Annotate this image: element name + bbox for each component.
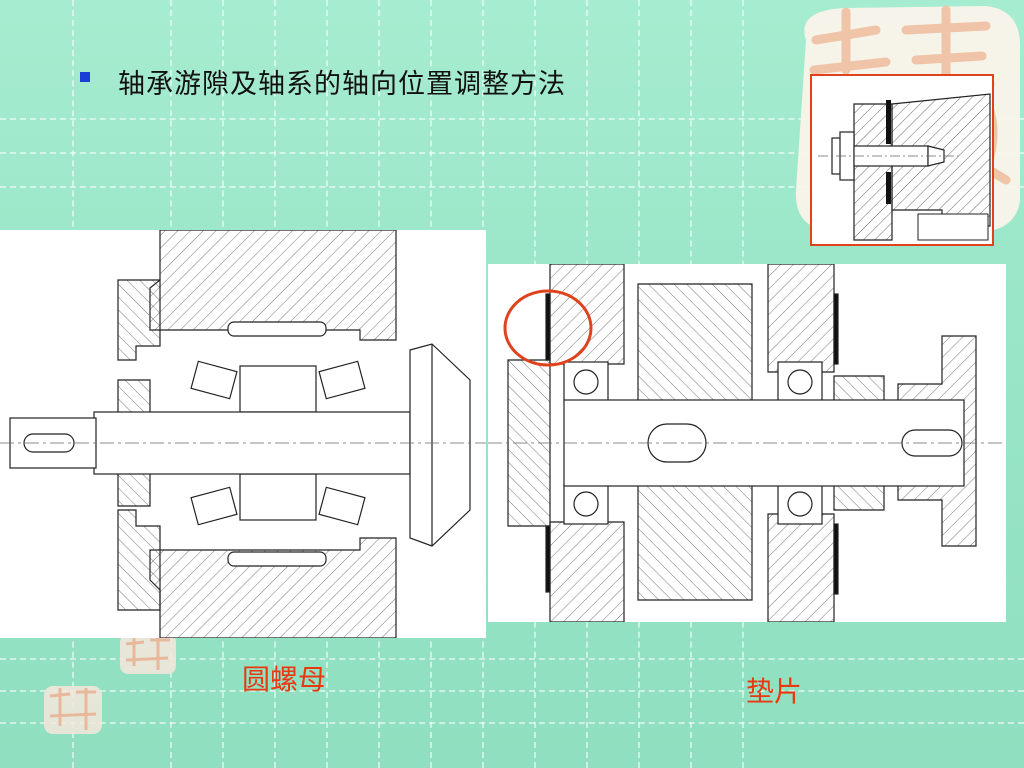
bullet-square-icon bbox=[80, 72, 90, 82]
grid-line bbox=[0, 658, 1024, 660]
caption-round-nut: 圆螺母 bbox=[242, 663, 327, 696]
slide-title: 轴承游隙及轴系的轴向位置调整方法 bbox=[118, 69, 566, 100]
highlight-circle bbox=[502, 288, 594, 368]
seal-stamp-small-icon bbox=[42, 684, 104, 736]
seal-stamp-small-icon bbox=[118, 632, 178, 676]
inset-detail-figure bbox=[810, 74, 994, 246]
grid-line bbox=[0, 152, 1024, 154]
left-assembly-drawing bbox=[0, 230, 486, 638]
grid-line bbox=[0, 118, 1024, 120]
grid-line bbox=[0, 186, 1024, 188]
caption-shim: 垫片 bbox=[746, 675, 803, 708]
grid-line bbox=[0, 690, 1024, 692]
grid-line bbox=[0, 722, 1024, 724]
